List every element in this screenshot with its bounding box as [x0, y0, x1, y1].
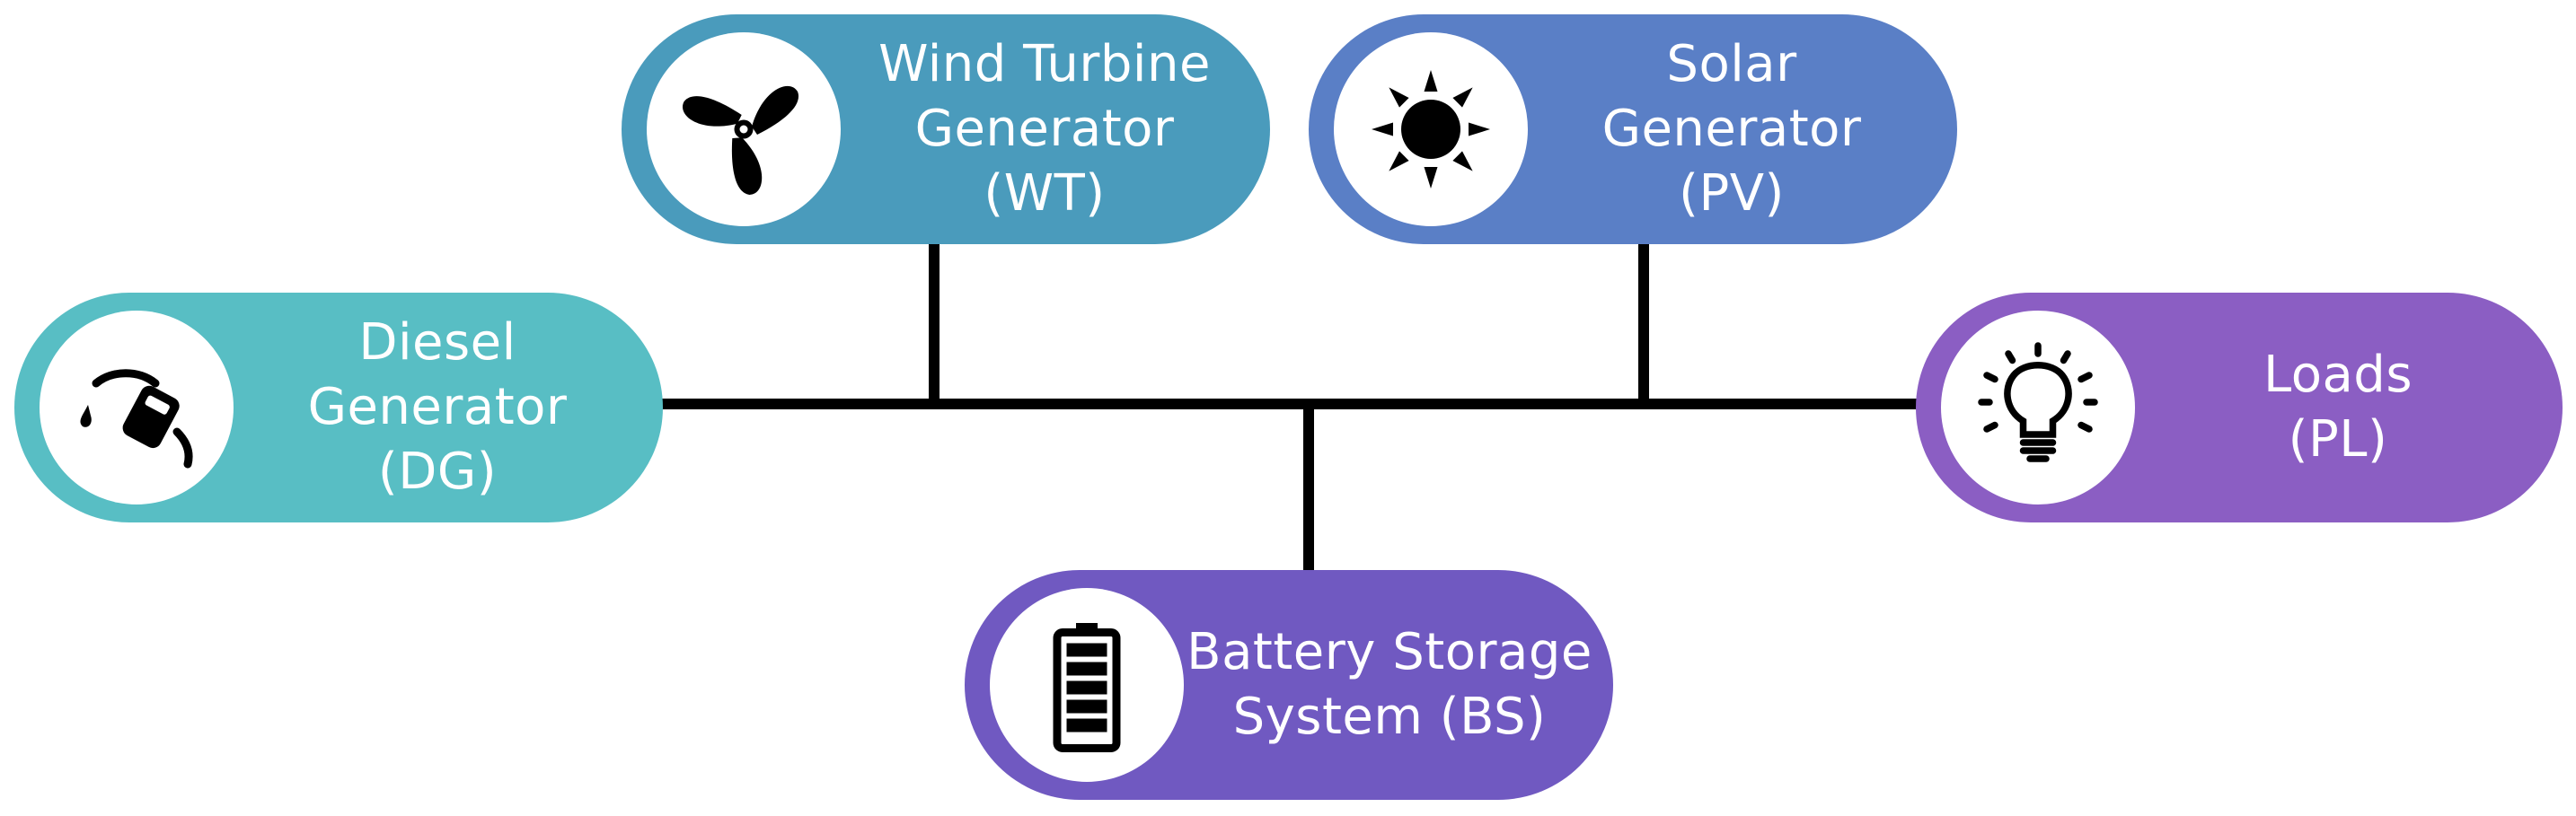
- battery-icon: [990, 588, 1184, 782]
- label-line: (PV): [1679, 164, 1785, 223]
- node-label: Wind Turbine Generator (WT): [846, 14, 1243, 244]
- label-line: Solar: [1666, 35, 1797, 93]
- node-label: Loads (PL): [2140, 293, 2536, 522]
- node-solar-generator: Solar Generator (PV): [1309, 14, 1957, 244]
- node-label: Solar Generator (PV): [1533, 14, 1930, 244]
- wt-connector-line: [929, 242, 940, 404]
- label-line: Generator: [914, 100, 1175, 158]
- node-battery-storage-system: Battery Storage System (BS): [965, 570, 1613, 800]
- fan-icon: [647, 32, 841, 226]
- node-loads: Loads (PL): [1916, 293, 2563, 522]
- label-line: Diesel: [358, 313, 516, 372]
- lightbulb-icon: [1941, 311, 2135, 505]
- label-line: Battery Storage: [1187, 623, 1592, 681]
- pv-connector-line: [1638, 242, 1649, 404]
- label-line: (PL): [2288, 410, 2388, 469]
- label-line: Loads: [2263, 346, 2413, 404]
- node-diesel-generator: Diesel Generator (DG): [14, 293, 663, 522]
- label-line: System (BS): [1232, 688, 1547, 746]
- node-label: Battery Storage System (BS): [1178, 570, 1601, 800]
- label-line: (WT): [984, 164, 1106, 223]
- node-label: Diesel Generator (DG): [239, 293, 636, 522]
- label-line: Generator: [1601, 100, 1862, 158]
- fuel-nozzle-icon: [40, 311, 234, 505]
- sun-icon: [1334, 32, 1528, 226]
- bs-connector-line: [1303, 404, 1314, 573]
- main-bus-line: [661, 399, 1919, 409]
- label-line: Generator: [307, 378, 568, 436]
- label-line: Wind Turbine: [878, 35, 1211, 93]
- node-wind-turbine-generator: Wind Turbine Generator (WT): [622, 14, 1270, 244]
- label-line: (DG): [377, 443, 498, 501]
